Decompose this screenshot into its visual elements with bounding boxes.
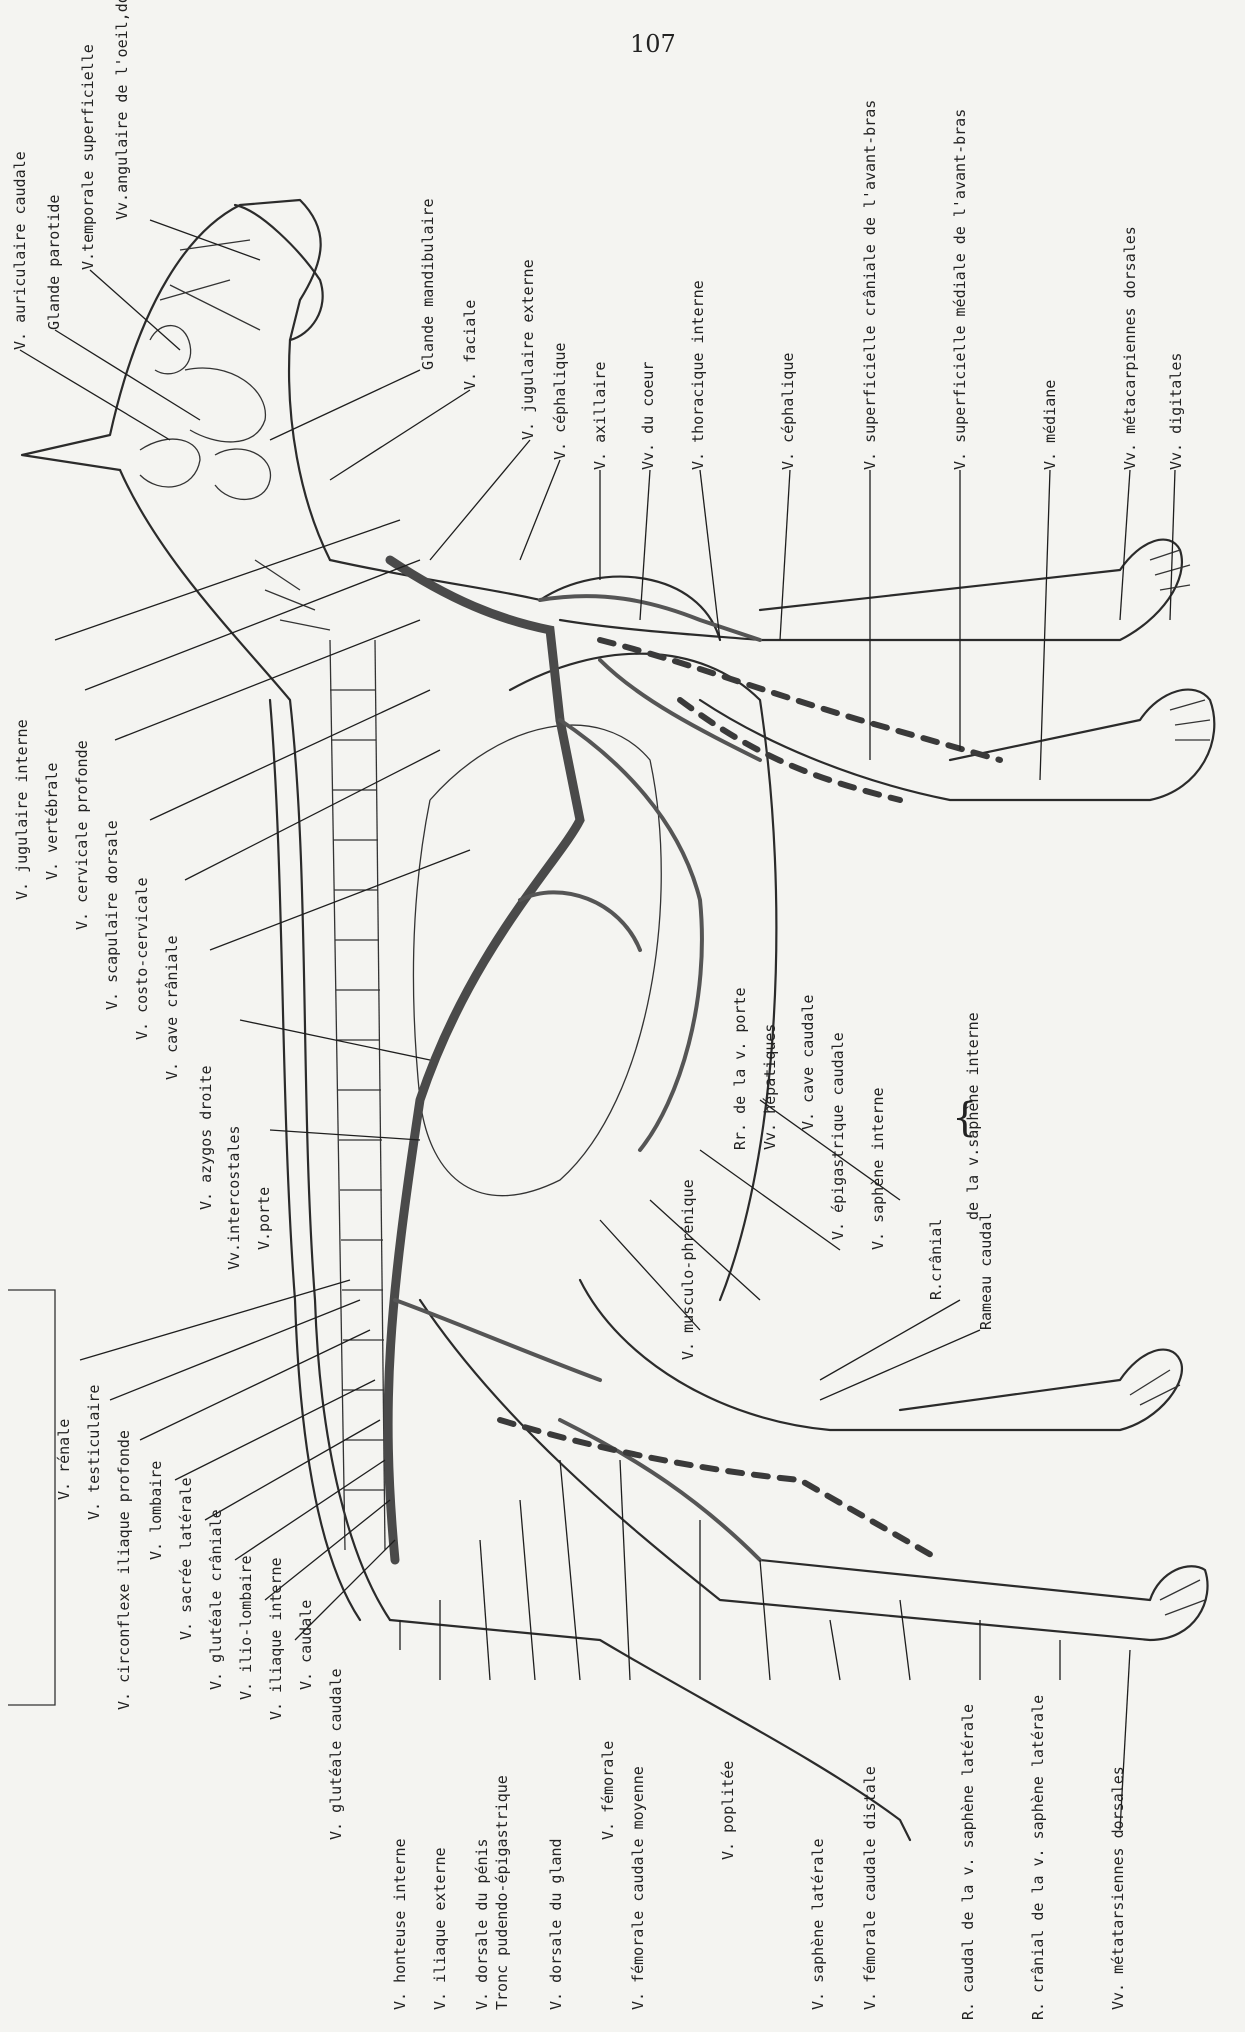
label-rameau-caudal: Rameau caudal	[978, 1213, 995, 1330]
label-gluteale-craniale: V. glutéale crâniale	[208, 1509, 225, 1690]
label-femorale-caudale-distale: V. fémorale caudale distale	[862, 1766, 879, 2010]
label-r-caudal-saphene: R. caudal de la v. saphène latérale	[960, 1704, 977, 2020]
label-honteuse: V. honteuse interne	[392, 1838, 409, 2010]
label-mediane: V. médiane	[1042, 380, 1059, 470]
label-r-cranial: R.crânial	[928, 1219, 945, 1300]
label-r-cranial-saphene: R. crânial de la v. saphène latérale	[1030, 1695, 1047, 2020]
label-intercostales: Vv.intercostales	[226, 1126, 243, 1271]
label-ilio-lombaire: V. ilio-lombaire	[238, 1556, 255, 1701]
label-lombaire: V. lombaire	[148, 1461, 165, 1560]
label-femorale: V. fémorale	[600, 1741, 617, 1840]
label-cave-craniale: V. cave crâniale	[164, 936, 181, 1081]
label-axillaire: V. axillaire	[592, 362, 609, 470]
label-temporale-superficielle: V.temporale superficielle	[80, 44, 97, 270]
body-outline	[120, 470, 776, 1620]
label-vertebrale: V. vertébrale	[44, 763, 61, 880]
label-angulaire-oeil: Vv.angulaire de l'oeil,dorsale du nez et…	[114, 0, 131, 220]
label-metatarsiennes: Vv. métatarsiennes dorsales	[1110, 1766, 1127, 2010]
label-testiculaire: V. testiculaire	[86, 1385, 103, 1520]
label-cephalique-2: V. céphalique	[780, 353, 797, 470]
label-faciale: V. faciale	[462, 300, 479, 390]
label-rr-porte: Rr. de la v. porte	[732, 987, 749, 1150]
label-costo-cervicale: V. costo-cervicale	[134, 877, 151, 1040]
label-jugulaire-interne: V. jugulaire interne	[14, 719, 31, 900]
label-caudale: V. caudale	[298, 1600, 315, 1690]
label-saphene-interne: V. saphène interne	[870, 1087, 887, 1250]
frame-box	[8, 1290, 55, 1705]
label-dorsale-penis: V. dorsale du pénis	[474, 1838, 491, 2010]
forelegs	[560, 540, 1214, 800]
label-digitales: Vv. digitales	[1168, 353, 1185, 470]
label-jugulaire-externe: V. jugulaire externe	[520, 259, 537, 440]
label-iliaque-interne: V. iliaque interne	[268, 1557, 285, 1720]
label-gluteale-caudale: V. glutéale caudale	[328, 1668, 345, 1840]
label-musculo-phrenique: V. musculo-phrénique	[680, 1179, 697, 1360]
label-tronc: Tronc pudendo-épigastrique	[494, 1775, 511, 2010]
label-metacarpiennes: Vv. métacarpiennes dorsales	[1122, 226, 1139, 470]
label-poplitee: V. poplitée	[720, 1761, 737, 1860]
veins	[388, 560, 1000, 1560]
label-hepatiques: Vv. hépatiques	[762, 1024, 779, 1150]
label-femorale-caudale-moyenne: V. fémorale caudale moyenne	[630, 1766, 647, 2010]
label-circonflexe: V. circonflexe iliaque profonde	[116, 1430, 133, 1710]
label-dorsale-gland: V. dorsale du gland	[548, 1838, 565, 2010]
label-cave-caudale: V. cave caudale	[800, 995, 817, 1130]
label-cephalique-1: V. céphalique	[552, 343, 569, 460]
label-azygos-droite: V. azygos droite	[198, 1066, 215, 1211]
label-iliaque-externe: V. iliaque externe	[432, 1847, 449, 2010]
label-scapulaire-dorsale: V. scapulaire dorsale	[104, 820, 121, 1010]
label-glande-mandibulaire: Glande mandibulaire	[420, 198, 437, 370]
label-thoracique-interne: V. thoracique interne	[690, 280, 707, 470]
label-cervicale-profonde: V. cervicale profonde	[74, 740, 91, 930]
label-epigastrique-caudale: V. épigastrique caudale	[830, 1032, 847, 1240]
label-auriculaire-caudale: V. auriculaire caudale	[12, 151, 29, 350]
label-renale: V. rénale	[56, 1419, 73, 1500]
label-porte: V.porte	[256, 1187, 273, 1250]
head-outline	[22, 200, 330, 560]
label-sacree-laterale: V. sacrée latérale	[178, 1477, 195, 1640]
label-superficielle-mediale: V. superficielle médiale de l'avant-bras	[952, 109, 969, 470]
page-number: 107	[630, 30, 676, 58]
brace-symbol: {	[952, 1110, 977, 1127]
label-superficielle-craniale: V. superficielle crâniale de l'avant-bra…	[862, 100, 879, 470]
hindlegs	[390, 1280, 1208, 1840]
label-glande-parotide: Glande parotide	[46, 195, 63, 330]
label-saphene-laterale: V. saphène latérale	[810, 1838, 827, 2010]
vertebral-column	[255, 560, 385, 1550]
label-coeur: Vv. du coeur	[640, 362, 657, 470]
